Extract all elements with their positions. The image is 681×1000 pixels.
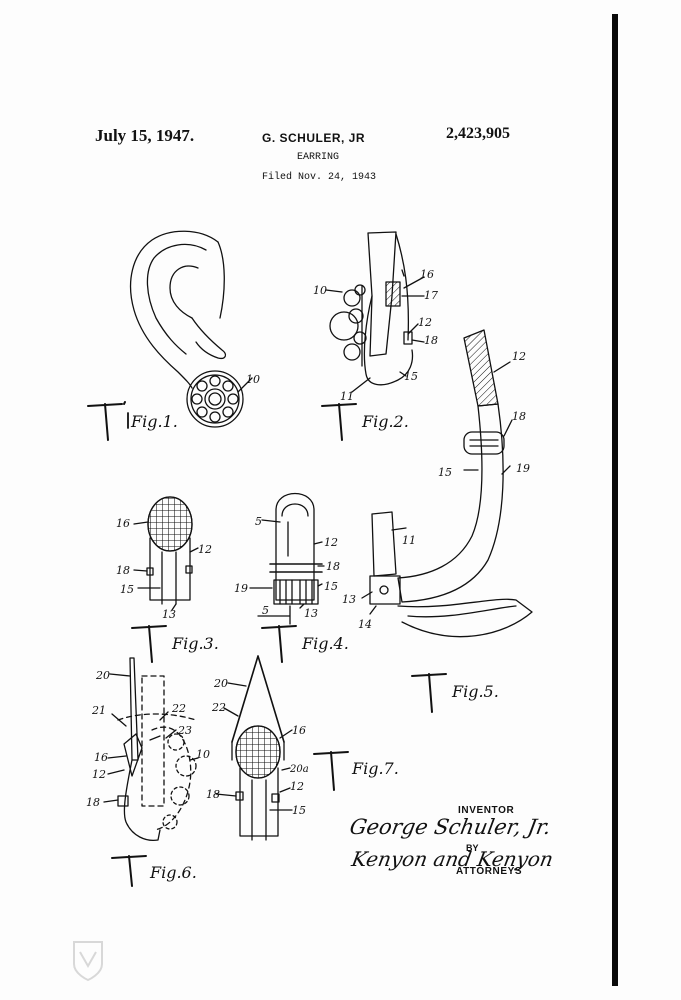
ref-label: 18 <box>512 410 526 423</box>
ref-label: 12 <box>418 316 432 329</box>
ref-label: 13 <box>342 593 356 606</box>
fig2-clip-side-view <box>325 231 425 393</box>
page-edge-rule <box>612 14 618 986</box>
fig1-ear-drawing <box>129 230 227 389</box>
fig1-label-glyph <box>87 401 129 441</box>
ref-label: 17 <box>424 289 438 302</box>
ref-label: 18 <box>424 334 438 347</box>
filed-date: Filed Nov. 24, 1943 <box>262 172 377 183</box>
fig5-clip-detail <box>361 329 533 638</box>
ref-label: 10 <box>246 373 260 386</box>
ref-label: 13 <box>162 608 176 621</box>
fig7-label-glyph <box>313 751 349 791</box>
fig5-label-glyph <box>411 673 447 713</box>
ref-label: 21 <box>91 704 106 717</box>
fig4-label-glyph <box>261 625 297 663</box>
fig3-front-view <box>133 496 199 611</box>
fig4-back-view <box>249 492 325 625</box>
ref-label: 11 <box>402 534 416 547</box>
fig6-label-glyph <box>111 855 147 887</box>
ref-label: 16 <box>292 724 306 737</box>
ref-label: 18 <box>86 796 100 809</box>
ref-label: 20a <box>289 764 309 775</box>
ref-label: 22 <box>211 701 226 714</box>
fig1-label: Fig.1. <box>130 412 178 431</box>
ref-label: 15 <box>120 583 134 596</box>
fig3-label: Fig.3. <box>171 634 219 653</box>
fig7-label: Fig.7. <box>351 759 399 778</box>
ref-label: 12 <box>290 780 304 793</box>
ref-label: 10 <box>313 284 327 297</box>
ref-label: 22 <box>171 702 186 715</box>
attorneys-signature: Kenyon and Kenyon <box>349 847 556 871</box>
fig2-label-glyph <box>321 403 357 441</box>
ref-label: 15 <box>292 804 306 817</box>
inventor-signature: George Schuler, Jr. <box>347 815 553 839</box>
inventor-name: G. SCHULER, JR <box>262 131 366 145</box>
ref-label: 5 <box>262 604 269 617</box>
ref-label: 18 <box>326 560 340 573</box>
ref-label: 12 <box>512 350 526 363</box>
inventor-label: INVENTOR <box>458 805 515 816</box>
ref-label: 12 <box>92 768 106 781</box>
ref-label: 13 <box>304 607 318 620</box>
attorneys-label: ATTORNEYS <box>456 866 523 877</box>
patent-date: July 15, 1947. <box>95 126 195 145</box>
ref-label: 14 <box>358 618 372 631</box>
ref-label: 16 <box>94 751 108 764</box>
watermark-logo-icon <box>73 941 103 982</box>
fig6-side-view <box>103 657 199 842</box>
ref-label: 20 <box>95 669 110 682</box>
ref-label: 11 <box>340 390 354 403</box>
ref-label: 5 <box>255 515 262 528</box>
fig5-label: Fig.5. <box>451 682 499 701</box>
ref-label: 10 <box>196 748 210 761</box>
ref-label: 19 <box>516 462 530 475</box>
fig3-label-glyph <box>131 625 167 663</box>
fig7-front-view <box>215 655 293 841</box>
patent-title: EARRING <box>297 152 340 163</box>
ref-label: 15 <box>324 580 338 593</box>
ref-label: 12 <box>198 543 212 556</box>
ref-label: 18 <box>206 788 220 801</box>
fig4-label: Fig.4. <box>301 634 349 653</box>
patent-number: 2,423,905 <box>446 125 510 142</box>
by-label: BY <box>466 843 479 853</box>
ref-label: 18 <box>116 564 130 577</box>
fig2-label: Fig.2. <box>361 412 409 431</box>
ref-label: 15 <box>404 370 418 383</box>
ref-label: 19 <box>234 582 248 595</box>
ref-label: 12 <box>324 536 338 549</box>
ref-label: 16 <box>116 517 130 530</box>
ref-label: 16 <box>420 268 434 281</box>
fig6-label: Fig.6. <box>149 863 197 882</box>
fig1-earring-cluster <box>186 370 253 428</box>
ref-label: 23 <box>177 724 192 737</box>
ref-label: 20 <box>213 677 228 690</box>
ref-label: 15 <box>438 466 452 479</box>
